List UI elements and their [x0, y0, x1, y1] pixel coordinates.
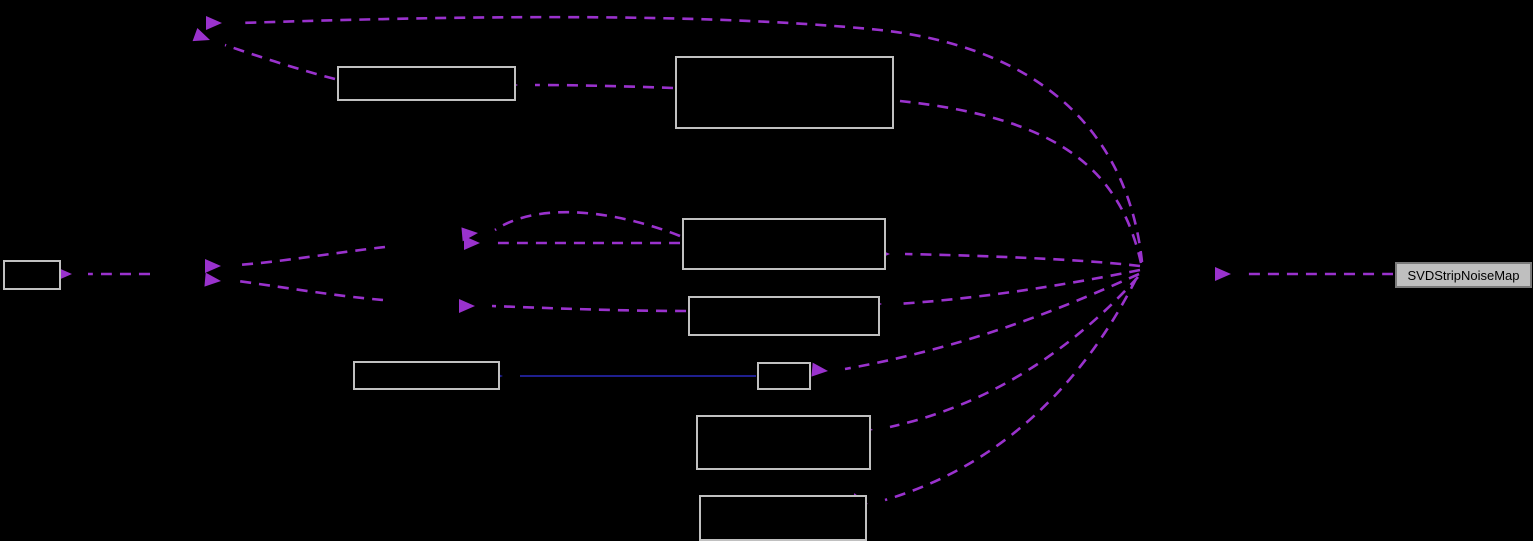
graph-edge	[889, 276, 1139, 429]
graph-edge	[899, 99, 1143, 264]
graph-edge	[844, 272, 1140, 371]
graph-edge	[237, 279, 384, 302]
graph-node[interactable]	[696, 415, 871, 470]
graph-node[interactable]	[353, 361, 500, 390]
graph-edge-arrowhead	[205, 259, 221, 273]
graph-edge-arrowhead	[204, 272, 221, 287]
graph-edge	[534, 83, 674, 90]
graph-edge-arrowhead	[1215, 267, 1231, 281]
graph-node[interactable]	[757, 362, 811, 390]
graph-edge-arrowhead	[459, 299, 475, 313]
graph-edge	[494, 210, 681, 238]
graph-node-root[interactable]: SVDStripNoiseMap	[1395, 262, 1532, 288]
graph-node[interactable]	[688, 296, 880, 336]
graph-edge	[491, 304, 687, 313]
graph-node[interactable]	[682, 218, 886, 270]
graph-edge-arrowhead	[192, 27, 210, 42]
graph-edge	[896, 268, 1141, 306]
graph-node[interactable]	[3, 260, 61, 290]
graph-edge	[884, 278, 1138, 502]
graph-edge	[239, 15, 1144, 263]
graph-edge	[904, 252, 1141, 268]
graph-edge	[237, 245, 386, 267]
graph-edge-arrowhead	[206, 16, 222, 30]
graph-node[interactable]	[699, 495, 867, 541]
graph-edge	[224, 43, 336, 81]
graph-node[interactable]	[337, 66, 516, 101]
graph-edge-arrowhead	[811, 362, 828, 377]
graph-edge-arrowhead	[464, 236, 480, 250]
graph-node[interactable]	[675, 56, 894, 129]
